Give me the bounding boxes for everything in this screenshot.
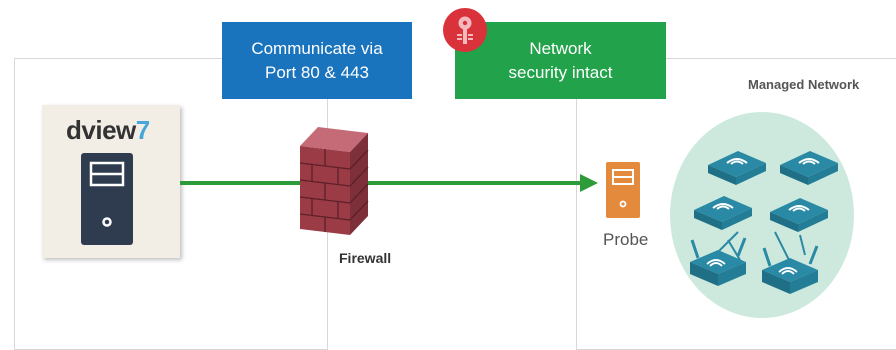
wireless-router-icon [762, 245, 819, 294]
connection-arrow [180, 174, 598, 192]
port-callout-line2: Port 80 & 443 [265, 62, 369, 82]
dview-logo: dview7 [66, 115, 150, 146]
managed-network-cluster [670, 112, 854, 318]
wireless-access-point-icon [770, 198, 828, 232]
firewall-label: Firewall [339, 250, 392, 266]
key-icon [443, 8, 487, 52]
brand-text: dview [66, 115, 136, 145]
probe-label: Probe [603, 230, 649, 249]
managed-network-label: Managed Network [748, 77, 860, 92]
server-tower-icon [81, 153, 133, 245]
probe-server-icon [606, 162, 640, 218]
brick-wall-icon [299, 127, 369, 235]
wireless-access-point-icon [708, 151, 766, 185]
brand-number: 7 [135, 115, 150, 145]
wireless-access-point-icon [780, 151, 838, 185]
port-callout-line1: Communicate via [251, 38, 383, 58]
wireless-access-point-icon [694, 196, 752, 230]
dview-server-card: dview7 [42, 105, 180, 258]
port-callout: Communicate via Port 80 & 443 [222, 22, 412, 99]
security-callout: Network security intact [455, 22, 666, 99]
security-callout-line2: security intact [508, 62, 613, 82]
wireless-router-icon [690, 237, 747, 286]
security-callout-line1: Network [529, 38, 592, 58]
